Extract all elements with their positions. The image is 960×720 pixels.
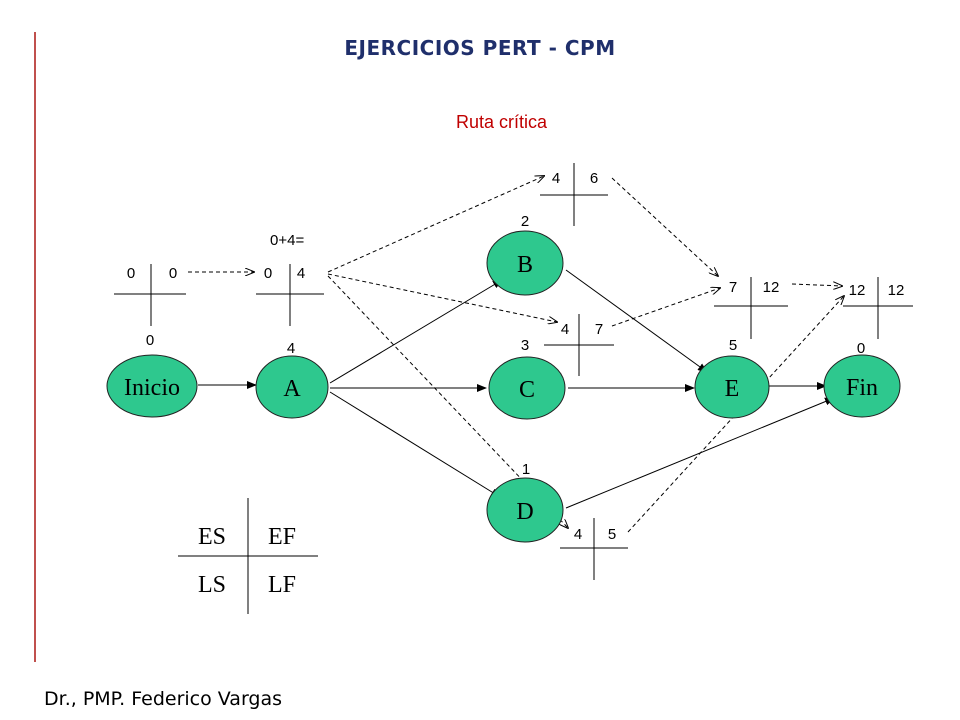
node-b: B <box>486 230 564 296</box>
cross-c: 4 7 <box>544 314 614 376</box>
arrow-a-d <box>329 391 501 498</box>
legend-es: ES <box>198 524 226 550</box>
node-d: D <box>486 477 564 543</box>
arrow-b-e <box>565 269 708 373</box>
node-inicio: Inicio <box>106 354 198 418</box>
cross-b: 4 6 <box>540 163 608 226</box>
durations: 0 4 2 3 1 5 0 <box>146 213 865 478</box>
node-c-label: C <box>519 377 535 403</box>
cross-inicio-ef: 0 <box>169 265 177 282</box>
dashed-arrow-b-e <box>611 177 718 276</box>
legend-ls: LS <box>198 572 226 598</box>
cross-fin-es: 12 <box>849 282 866 299</box>
duration-b: 2 <box>521 213 529 230</box>
cross-c-es: 4 <box>561 321 569 338</box>
dashed-arrow-d-fin <box>627 296 844 533</box>
dashed-arrow-c-e <box>611 288 720 327</box>
duration-inicio: 0 <box>146 332 154 349</box>
node-fin-label: Fin <box>846 375 878 401</box>
dashed-arrow-e-fin <box>791 284 842 286</box>
cross-inicio-es: 0 <box>127 265 135 282</box>
subtitle-critical-path: Ruta crítica <box>456 112 548 132</box>
cross-b-es: 4 <box>552 170 560 187</box>
legend-lf: LF <box>268 572 296 598</box>
dashed-arrow-a-c <box>327 273 557 322</box>
cross-e-es: 7 <box>729 279 737 296</box>
node-e: E <box>694 355 770 419</box>
duration-c: 3 <box>521 337 529 354</box>
cross-e-ef: 12 <box>763 279 780 296</box>
legend-es-ef-ls-lf: ES EF LS LF <box>178 498 318 614</box>
node-b-label: B <box>517 252 533 278</box>
cross-inicio: 0 0 <box>114 264 186 326</box>
cross-fin: 12 12 <box>843 277 913 339</box>
cross-d: 4 5 <box>560 518 628 580</box>
node-e-label: E <box>725 376 740 402</box>
node-d-shape <box>486 477 564 543</box>
slide-margin-line <box>34 32 36 662</box>
node-inicio-shape <box>106 354 198 418</box>
cross-a: 0 4 <box>256 264 324 326</box>
dashed-arrow-a-b <box>327 176 544 273</box>
node-b-shape <box>486 230 564 296</box>
node-inicio-label: Inicio <box>124 375 180 401</box>
cross-e: 7 12 <box>714 277 788 339</box>
author-footer: Dr., PMP. Federico Vargas <box>44 688 283 710</box>
node-fin-shape <box>823 354 901 418</box>
duration-d: 1 <box>522 461 530 478</box>
node-fin: Fin <box>823 354 901 418</box>
node-d-label: D <box>516 499 533 525</box>
cross-d-ef: 5 <box>608 526 616 543</box>
node-e-shape <box>694 355 770 419</box>
duration-e: 5 <box>729 337 737 354</box>
cross-a-ef: 4 <box>297 265 305 282</box>
cross-a-es: 0 <box>264 265 272 282</box>
arrow-a-b <box>329 279 503 384</box>
duration-a: 4 <box>287 340 295 357</box>
cross-b-ef: 6 <box>590 170 598 187</box>
node-c: C <box>488 356 566 420</box>
page-title: EJERCICIOS PERT - CPM <box>344 36 616 60</box>
cross-c-ef: 7 <box>595 321 603 338</box>
node-a-label: A <box>283 376 301 402</box>
calc-annotation: 0+4= <box>270 232 304 249</box>
duration-fin: 0 <box>857 340 865 357</box>
node-c-shape <box>488 356 566 420</box>
node-a: A <box>255 355 329 419</box>
node-a-shape <box>255 355 329 419</box>
cross-fin-ef: 12 <box>888 282 905 299</box>
legend-ef: EF <box>268 524 296 550</box>
cross-d-es: 4 <box>574 526 582 543</box>
